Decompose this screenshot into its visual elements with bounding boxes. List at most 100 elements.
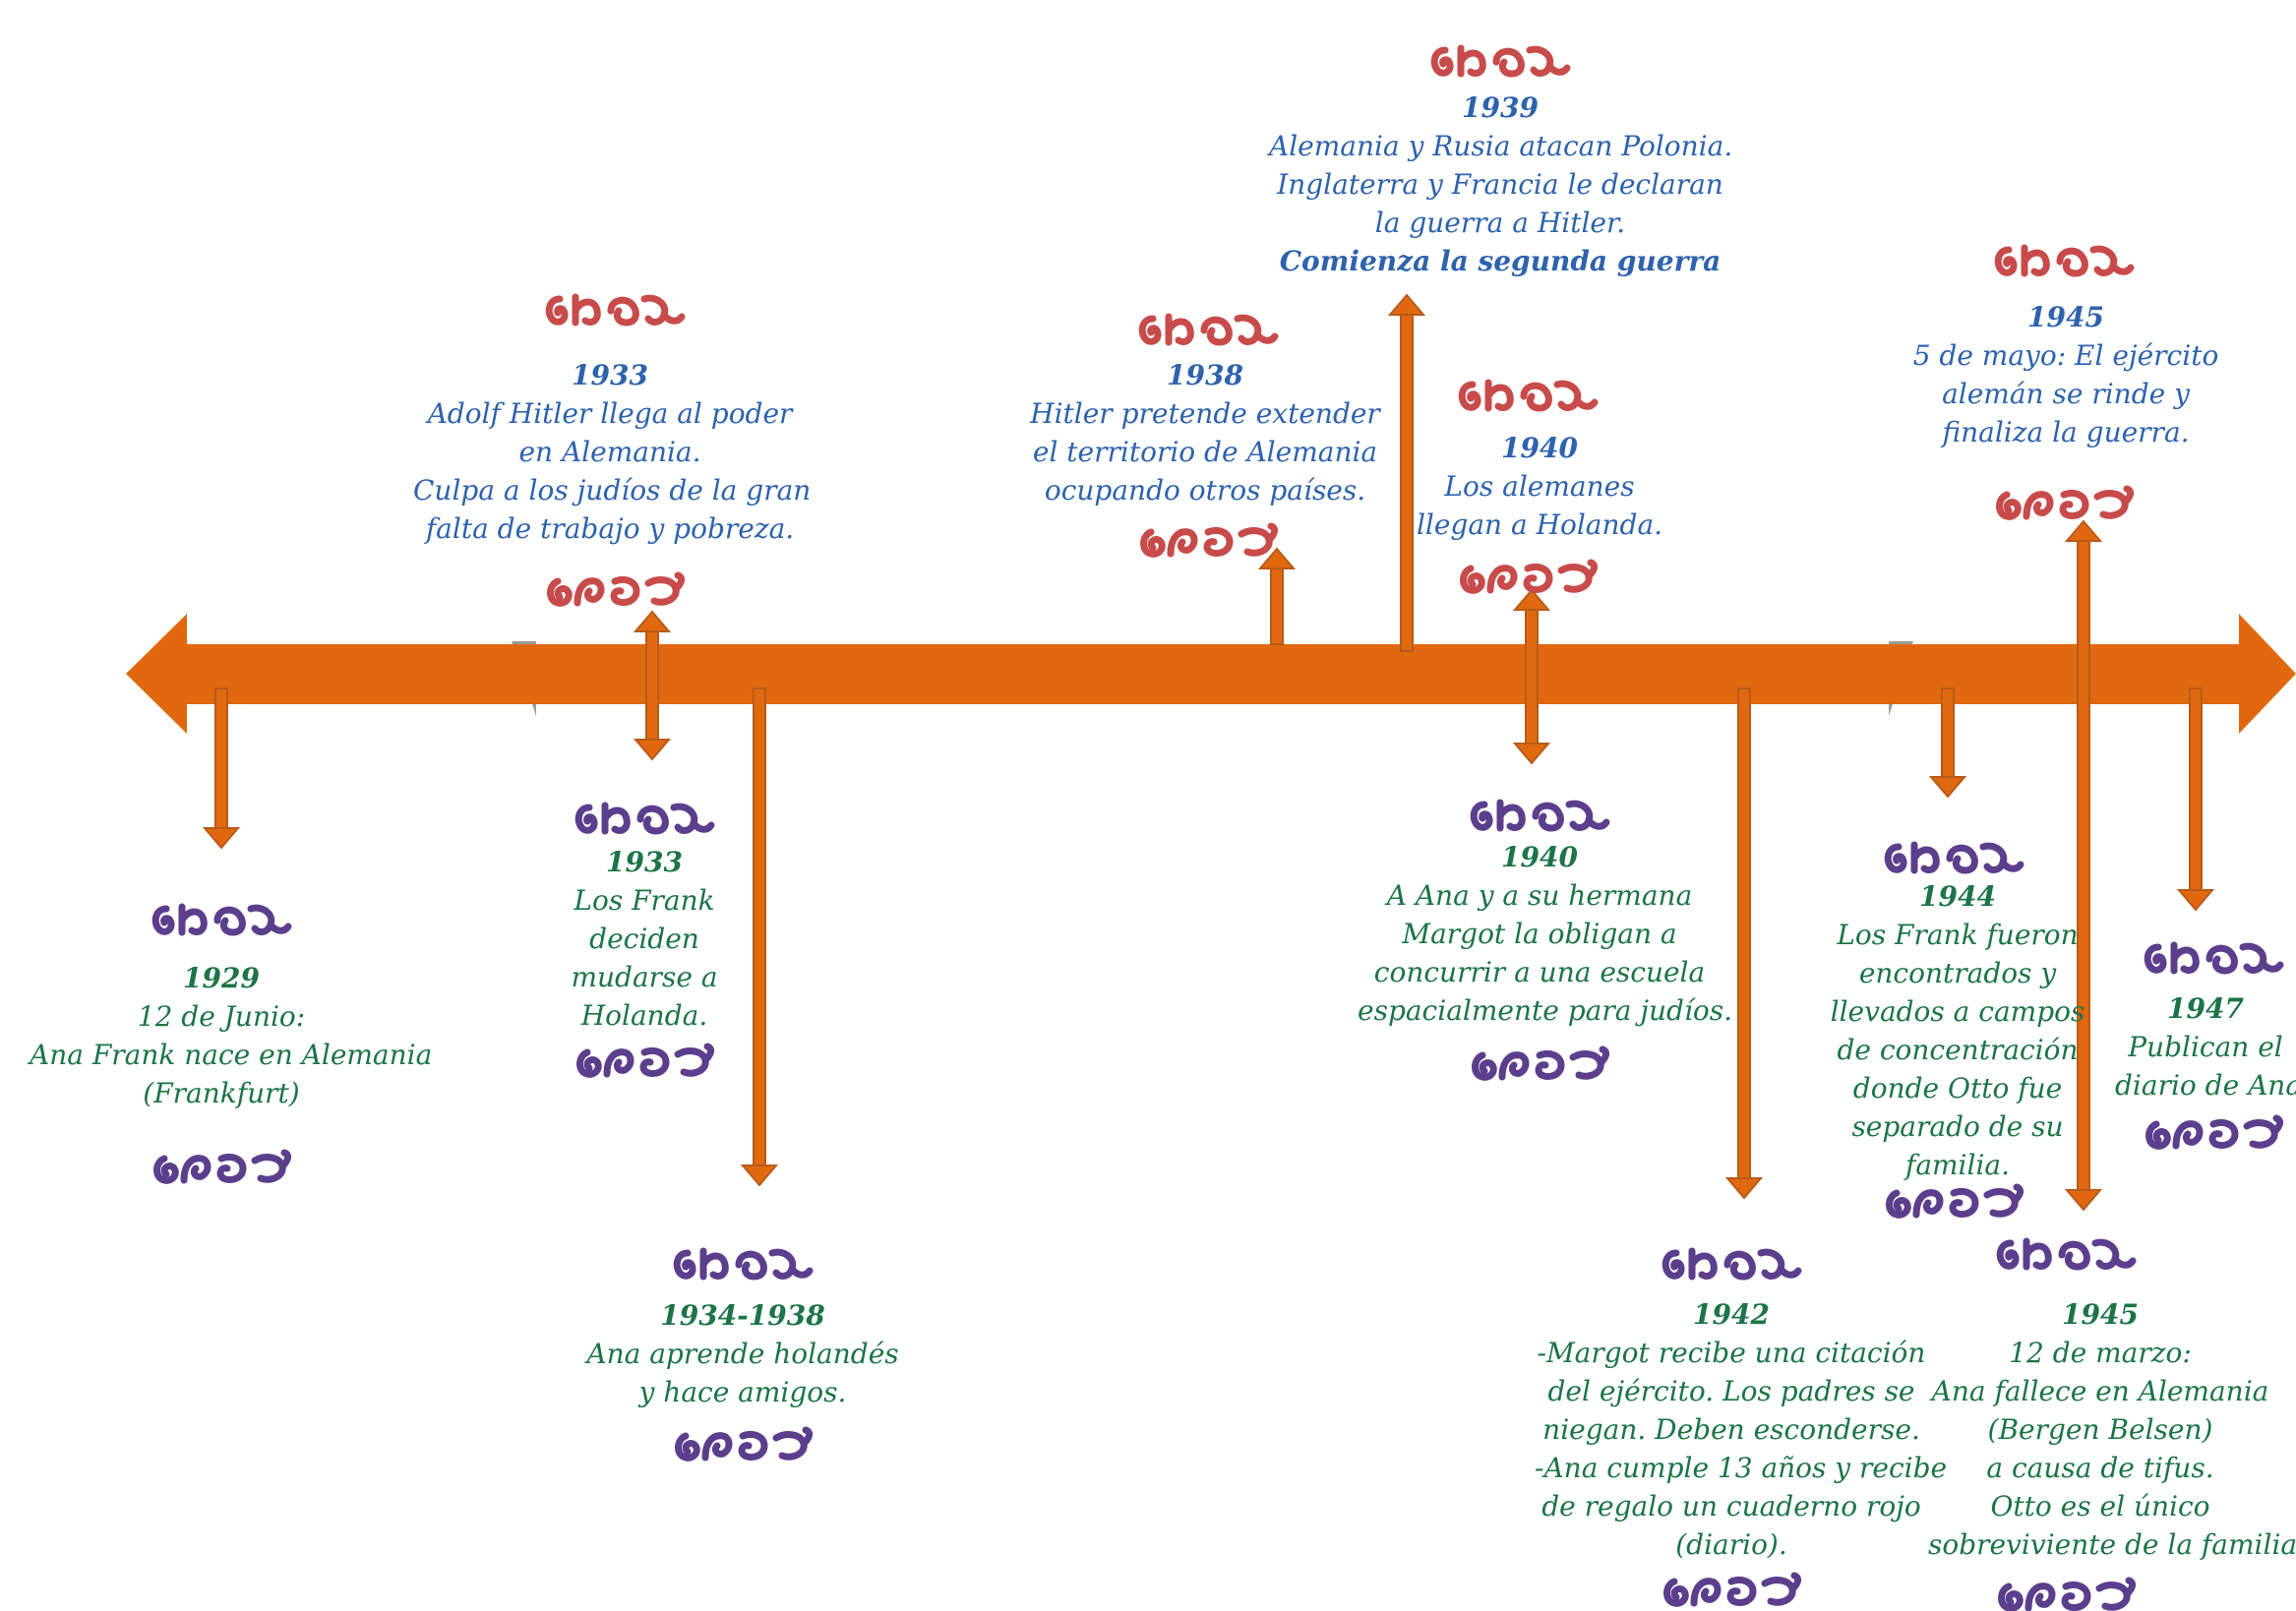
event-line: Ana fallece en Alemania (1931, 1375, 2269, 1407)
event-year: 1947 (2167, 992, 2244, 1025)
event-line: 12 de Junio: (137, 1000, 306, 1033)
ornament-open-icon (155, 907, 288, 932)
event-line: la guerra a Hitler. (1374, 207, 1626, 239)
event-year: 1929 (183, 962, 260, 994)
event-line: Los Frank fueron (1837, 919, 2079, 951)
event-year: 1942 (1693, 1298, 1770, 1331)
ornament-close-icon (1144, 526, 1275, 554)
event-line: Ana aprende holandés (586, 1338, 899, 1370)
event-year: 1940 (1501, 841, 1578, 873)
event-line: Publican el (2128, 1031, 2283, 1063)
event-line: de regalo un cuaderno rojo (1541, 1490, 1921, 1522)
event-line: niegan. Deben esconderse. (1542, 1413, 1920, 1446)
ornament-close-icon (551, 575, 682, 603)
event-line: 12 de marzo: (2009, 1337, 2192, 1369)
event-year: 1934-1938 (660, 1299, 825, 1332)
ornament-open-icon (1474, 803, 1606, 828)
ornament-open-icon (1665, 1251, 1798, 1277)
connector-arrow (202, 687, 241, 850)
event-line: -Ana cumple 13 años y recibe (1535, 1452, 1948, 1484)
event-year: 1940 (1501, 432, 1578, 464)
connector-arrow (633, 610, 672, 761)
event-line: (diario). (1675, 1528, 1787, 1561)
event-line: alemán se rinde y (1942, 378, 2190, 410)
ornament-open-icon (1888, 845, 2021, 870)
timeline-axis (126, 614, 2296, 734)
event-line: separado de su (1851, 1110, 2064, 1143)
event-year: 1945 (2062, 1298, 2139, 1331)
event-line: sobreviviente de la familia. (1928, 1528, 2296, 1561)
event-line: finaliza la guerra. (1942, 416, 2190, 448)
event-line: del ejército. Los padres se (1547, 1375, 1915, 1407)
event-line: concurrir a una escuela (1373, 956, 1706, 988)
ornament-close-icon (157, 1153, 288, 1180)
event-line: Los alemanes (1444, 470, 1635, 503)
event-line: Alemania y Rusia atacan Polonia. (1269, 130, 1733, 162)
event-line: encontrados y (1858, 957, 2057, 989)
event-line: ocupando otros países. (1044, 474, 1366, 507)
event-line-bold: Comienza la segunda guerra (1279, 245, 1722, 277)
event-line: falta de trabajo y pobreza. (425, 512, 795, 545)
connector-arrow (1512, 588, 1551, 765)
event-line: A Ana y a su hermana (1386, 879, 1693, 912)
event-line: Margot la obligan a (1402, 918, 1677, 950)
ornament-close-icon (2000, 489, 2131, 516)
connector-arrow (2176, 687, 2215, 912)
event-line: de concentración (1837, 1034, 2079, 1066)
event-1947: 1947 Publican el diario de Ana (2115, 989, 2296, 1104)
ornament-open-icon (1998, 248, 2131, 273)
event-line: diario de Ana (2115, 1069, 2296, 1102)
event-line: Holanda. (580, 999, 708, 1032)
event-1933-bottom: 1933 Los Frank deciden mudarse a Holanda… (521, 843, 767, 1035)
event-line: -Margot recibe una citación (1537, 1337, 1926, 1369)
event-line: Hitler pretende extender (1030, 397, 1380, 430)
event-1929: 1929 12 de Junio: Ana Frank nace en Alem… (30, 959, 433, 1112)
event-line: Inglaterra y Francia le declaran (1277, 168, 1723, 201)
event-1933-top: 1933 Adolf Hitler llega al poder en Alem… (413, 356, 812, 548)
event-line: Culpa a los judíos de la gran (413, 474, 812, 507)
ornament-close-icon (1667, 1576, 1798, 1603)
event-line: Otto es el único (1990, 1490, 2210, 1522)
event-1939: 1939 Alemania y Rusia atacan Polonia. In… (1269, 89, 1733, 280)
ornament-close-icon (1464, 563, 1595, 590)
event-line: espacialmente para judíos. (1358, 994, 1733, 1027)
event-1945-bottom: 1945 12 de marzo: Ana fallece en Alemani… (1928, 1295, 2296, 1564)
event-year: 1938 (1167, 359, 1243, 391)
event-line: Adolf Hitler llega al poder (427, 397, 793, 430)
connector-arrow (1928, 687, 1967, 799)
event-line: el territorio de Alemania (1032, 436, 1378, 468)
event-1944: 1944 Los Frank fueron encontrados y llev… (1810, 877, 2105, 1184)
connector-arrow (1724, 687, 1764, 1200)
ornament-open-icon (2000, 1241, 2133, 1267)
event-line: donde Otto fue (1852, 1072, 2063, 1104)
ornament-close-icon (2002, 1581, 2133, 1608)
event-year: 1944 (1919, 880, 1996, 913)
event-1942: 1942 -Margot recibe una citación del ejé… (1535, 1295, 1948, 1564)
event-line: familia. (1904, 1149, 2011, 1181)
event-line: deciden (589, 923, 699, 955)
event-line: llevados a campos (1830, 995, 2085, 1028)
event-line: Ana Frank nace en Alemania (30, 1039, 433, 1071)
event-year: 1945 (2027, 301, 2104, 333)
connector-arrow (740, 687, 779, 1187)
event-line: Los Frank (574, 884, 715, 917)
ornament-close-icon (1476, 1049, 1606, 1077)
event-1934-1938: 1934-1938 Ana aprende holandés y hace am… (580, 1296, 905, 1411)
event-1945-top: 1945 5 de mayo: El ejército alemán se ri… (1903, 298, 2228, 451)
ornament-open-icon (578, 806, 711, 831)
event-line: en Alemania. (518, 436, 701, 468)
ornament-open-icon (1142, 317, 1275, 342)
event-line: llegan a Holanda. (1416, 508, 1663, 541)
connector-arrow (2064, 519, 2103, 1212)
event-line: y hace amigos. (638, 1376, 847, 1408)
event-year: 1933 (572, 359, 648, 391)
ornament-open-icon (1462, 383, 1595, 408)
ornament-close-icon (580, 1046, 711, 1074)
ornament-open-icon (2147, 945, 2280, 971)
event-line: a causa de tifus. (1986, 1452, 2214, 1484)
connector-arrow (1387, 293, 1426, 652)
event-line: (Frankfurt) (143, 1077, 300, 1109)
event-1940-top: 1940 Los alemanes llegan a Holanda. (1397, 429, 1682, 544)
ornament-open-icon (677, 1251, 810, 1277)
